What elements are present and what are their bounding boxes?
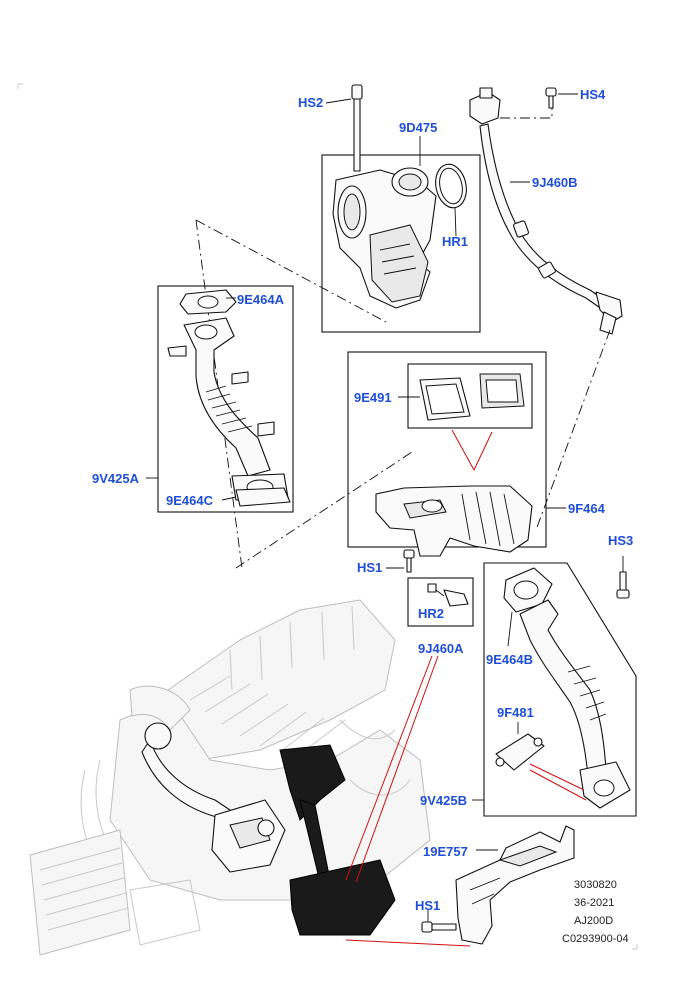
label-hs1-top: HS1: [357, 560, 382, 575]
gasket-9e491-box: [407, 363, 533, 429]
label-9e464b: 9E464B: [486, 652, 533, 667]
label-hs4: HS4: [580, 87, 606, 102]
label-9e464a: 9E464A: [237, 292, 285, 307]
egr-tube-9v425a-group: [146, 285, 294, 513]
reference-line-4: C0293900-04: [562, 933, 629, 945]
reference-line-1: 3030820: [574, 879, 617, 891]
highlighted-cooler-part: [279, 744, 346, 821]
heatshield-19e757-group: [455, 825, 575, 945]
bolt-hs1-bottom: [421, 910, 457, 933]
highlighted-heatshield-part: [289, 859, 396, 936]
gasket-9e464b: [503, 567, 553, 647]
egr-cooler-9f464-group: [347, 351, 566, 557]
egr-tube-9v425b-box: [483, 562, 637, 817]
label-9f481: 9F481: [497, 705, 534, 720]
heatshield-19e757: [455, 825, 575, 945]
bolt-hs3: [616, 556, 630, 599]
label-hs1-bottom: HS1: [415, 898, 440, 913]
sensor-hr2-box: [407, 577, 474, 627]
gasket-9e464c: [221, 487, 291, 507]
callout-labels: HS2 9D475 HR1 HS4 9J460B 9E464A 9V425A 9…: [92, 87, 633, 913]
label-hr2: HR2: [418, 606, 444, 621]
reference-block: 3030820 36-2021 AJ200D C0293900-04: [562, 879, 629, 945]
clamp-9f481: [495, 722, 545, 771]
sensor-hr2-group: [345, 577, 474, 883]
label-9v425b: 9V425B: [420, 793, 467, 808]
label-9e491: 9E491: [354, 390, 392, 405]
bolt-hs4: [545, 87, 578, 109]
registration-marks: [17, 83, 638, 950]
label-9d475: 9D475: [399, 120, 437, 135]
egr-tube-9v425a-box: [157, 285, 294, 513]
egr-cooler-9f464-box: [347, 351, 547, 548]
label-9e464c: 9E464C: [166, 493, 214, 508]
bolt-hs1-top: [386, 549, 415, 573]
label-hs2: HS2: [298, 95, 323, 110]
label-9j460b: 9J460B: [532, 175, 578, 190]
egr-valve-box: [321, 154, 481, 333]
engine-background: [29, 599, 431, 956]
reference-line-3: AJ200D: [574, 915, 613, 927]
bolt-hs2: [325, 84, 363, 172]
reference-line-2: 36-2021: [574, 897, 614, 909]
label-9f464: 9F464: [568, 501, 606, 516]
o-ring-hr1: [435, 163, 467, 237]
label-hs3: HS3: [608, 533, 633, 548]
gasket-9e464a: [179, 289, 237, 315]
label-9v425a: 9V425A: [92, 471, 140, 486]
label-hr1: HR1: [442, 234, 468, 249]
egr-pipe-9j460b: [469, 87, 623, 335]
gasket-9e491: [398, 373, 525, 421]
label-9j460a: 9J460A: [418, 641, 464, 656]
egr-valve-group: [321, 84, 481, 333]
egr-tube-9v425b-group: [472, 562, 637, 817]
label-19e757: 19E757: [423, 844, 468, 859]
